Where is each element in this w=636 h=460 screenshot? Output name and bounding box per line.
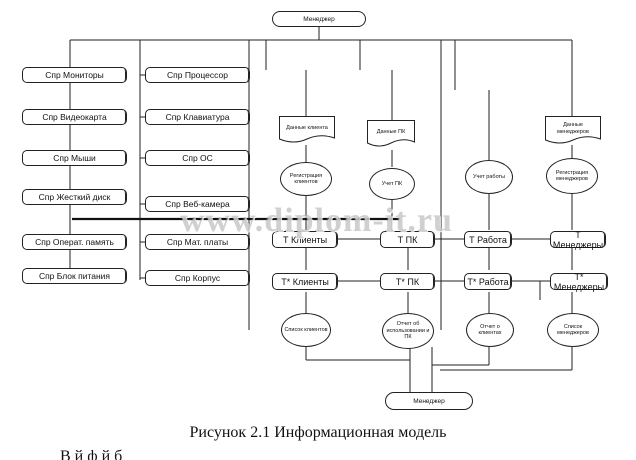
document-pc-data: Данные ПК xyxy=(367,120,415,148)
store-power-supply: Спр Блок питания xyxy=(22,268,127,284)
store-os: Спр ОС xyxy=(145,150,250,166)
manager-top-terminator: Менеджер xyxy=(272,11,366,27)
store-t-star-work: Т* Работа xyxy=(464,273,512,290)
process-work-accounting: Учет работы xyxy=(465,160,513,194)
report-client-list: Список клиентов xyxy=(281,313,331,347)
report-pc-usage: Отчет об использовании и ПК xyxy=(382,313,434,349)
figure-caption: Рисунок 2.1 Информационная модель xyxy=(189,424,447,441)
document-manager-data: Данные менеджеров xyxy=(545,116,601,145)
document-client-data-label: Данные клиента xyxy=(286,124,328,131)
store-mice: Спр Мыши xyxy=(22,150,127,166)
store-t-clients: Т Клиенты xyxy=(272,231,338,248)
process-client-registration: Регистрация клиентов xyxy=(280,162,332,196)
process-manager-registration: Регистрация менеджеров xyxy=(546,158,598,194)
manager-bottom-terminator: Менеджер xyxy=(385,392,473,410)
document-pc-data-label: Данные ПК xyxy=(376,128,406,135)
store-keyboard: Спр Клавиатура xyxy=(145,109,250,125)
store-hard-disk: Спр Жесткий диск xyxy=(22,189,127,205)
store-motherboards: Спр Мат. платы xyxy=(145,234,250,250)
store-t-work: Т Работа xyxy=(464,231,512,248)
store-webcam: Спр Веб-камера xyxy=(145,196,250,212)
store-t-star-managers: Т* Менеджеры xyxy=(550,272,608,292)
document-client-data: Данные клиента xyxy=(279,116,335,144)
store-ram: Спр Операт. память xyxy=(22,234,127,250)
document-shape xyxy=(545,116,601,144)
document-manager-data-label: Данные менеджеров xyxy=(557,122,589,135)
store-t-star-pc: Т* ПК xyxy=(380,273,435,290)
store-t-managers: Т Менеджеры xyxy=(550,230,606,250)
document-shape xyxy=(367,120,415,147)
store-videocard: Спр Видеокарта xyxy=(22,109,127,125)
document-shape xyxy=(279,116,335,143)
report-clients: Отчет о клиентах xyxy=(466,313,514,347)
body-text-fragment: В й ф й б xyxy=(60,448,123,460)
store-t-star-clients: Т* Клиенты xyxy=(272,273,338,290)
store-processor: Спр Процессор xyxy=(145,67,250,83)
store-monitors: Спр Мониторы xyxy=(22,67,127,83)
store-case: Спр Корпус xyxy=(145,270,250,286)
process-pc-accounting: Учет ПК xyxy=(369,168,415,200)
report-manager-list: Список менеджеров xyxy=(547,313,599,347)
store-t-pc: Т ПК xyxy=(380,231,435,248)
